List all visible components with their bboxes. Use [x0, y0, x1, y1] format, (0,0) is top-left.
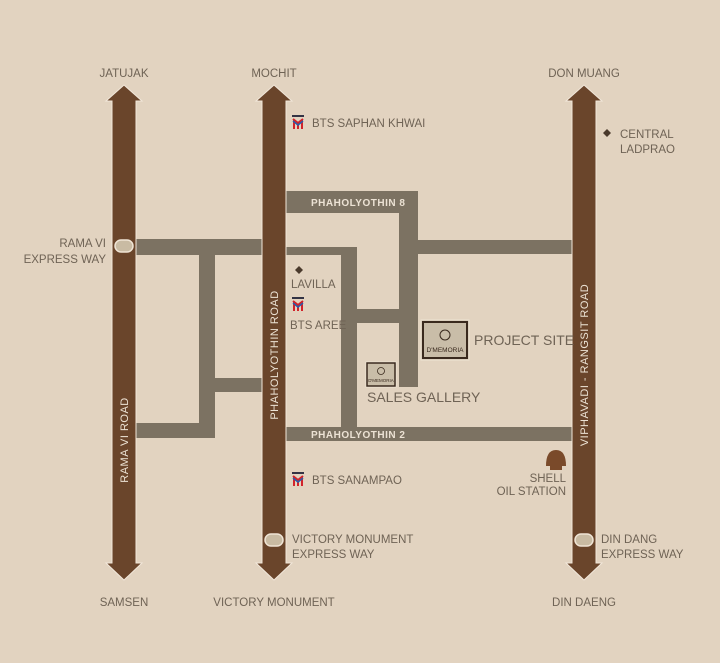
victory-expressway-label-1: VICTORY MONUMENT	[292, 534, 413, 546]
secondary-roads	[134, 191, 574, 441]
sales-gallery-brand: D'MEMORIA	[368, 378, 394, 383]
shell-label-2: OIL STATION	[497, 486, 566, 498]
victory-expressway-label-2: EXPRESS WAY	[292, 549, 375, 561]
bts-sanampao-label: BTS SANAMPAO	[312, 475, 402, 487]
bts-icon	[292, 115, 304, 486]
shell-icon	[546, 450, 566, 470]
direction-samsen: SAMSEN	[100, 597, 149, 609]
road-phaholyothin	[254, 84, 294, 581]
project-site-brand: D'MEMORIA	[427, 347, 465, 354]
rama-vi-expressway-label-2: EXPRESS WAY	[24, 254, 107, 266]
shell-label-1: SHELL	[530, 473, 567, 485]
project-site-label: PROJECT SITE	[474, 332, 574, 348]
road-viphavadi	[564, 84, 604, 581]
sales-gallery-label: SALES GALLERY	[367, 389, 481, 405]
din-dang-expressway-label-2: EXPRESS WAY	[601, 549, 684, 561]
road-phaholyothin-8	[284, 191, 418, 213]
road-middle-link	[357, 309, 399, 323]
rama-vi-road-label: RAMA VI ROAD	[119, 397, 131, 482]
sales-gallery-marker: D'MEMORIA	[365, 361, 397, 388]
viphavadi-road-label: VIPHAVADI - RANGSIT ROAD	[579, 284, 591, 446]
direction-don-muang: DON MUANG	[548, 68, 620, 80]
bts-saphan-khwai-label: BTS SAPHAN KHWAI	[312, 118, 425, 130]
main-roads	[104, 84, 604, 581]
lavilla-diamond-icon	[295, 266, 303, 274]
road-west-link	[215, 378, 264, 392]
lavilla-label: LAVILLA	[291, 279, 336, 291]
expressway-icon	[114, 239, 594, 547]
central-ladprao-label-2: LADPRAO	[620, 144, 675, 156]
central-diamond-icon	[603, 129, 611, 137]
din-dang-expressway-label-1: DIN DANG	[601, 534, 657, 546]
project-site-marker: D'MEMORIA	[420, 319, 470, 361]
direction-jatujak: JATUJAK	[100, 68, 149, 80]
road-phaholyothin-8-east	[418, 240, 574, 254]
road-west-vertical	[199, 255, 215, 438]
phaholyothin-2-label: PHAHOLYOTHIN 2	[311, 430, 405, 441]
central-ladprao-label-1: CENTRAL	[620, 129, 674, 141]
road-phaholyothin-8-vertical	[399, 191, 418, 387]
road-phaholyothin-2	[284, 427, 574, 441]
bts-aree-label: BTS AREE	[290, 320, 347, 332]
road-aree-link	[284, 247, 354, 255]
phaholyothin-8-label: PHAHOLYOTHIN 8	[311, 198, 405, 209]
road-aree-vertical	[341, 247, 357, 429]
direction-victory-monument: VICTORY MONUMENT	[213, 597, 334, 609]
direction-mochit: MOCHIT	[251, 68, 296, 80]
rama-vi-expressway-label-1: RAMA VI	[59, 238, 106, 250]
phaholyothin-road-label: PHAHOLYOTHIN ROAD	[269, 290, 281, 419]
road-rama-vi	[104, 84, 144, 581]
road-rama-vi-south-link	[134, 423, 201, 438]
direction-din-daeng: DIN DAENG	[552, 597, 616, 609]
road-rama-vi-link	[134, 239, 264, 255]
